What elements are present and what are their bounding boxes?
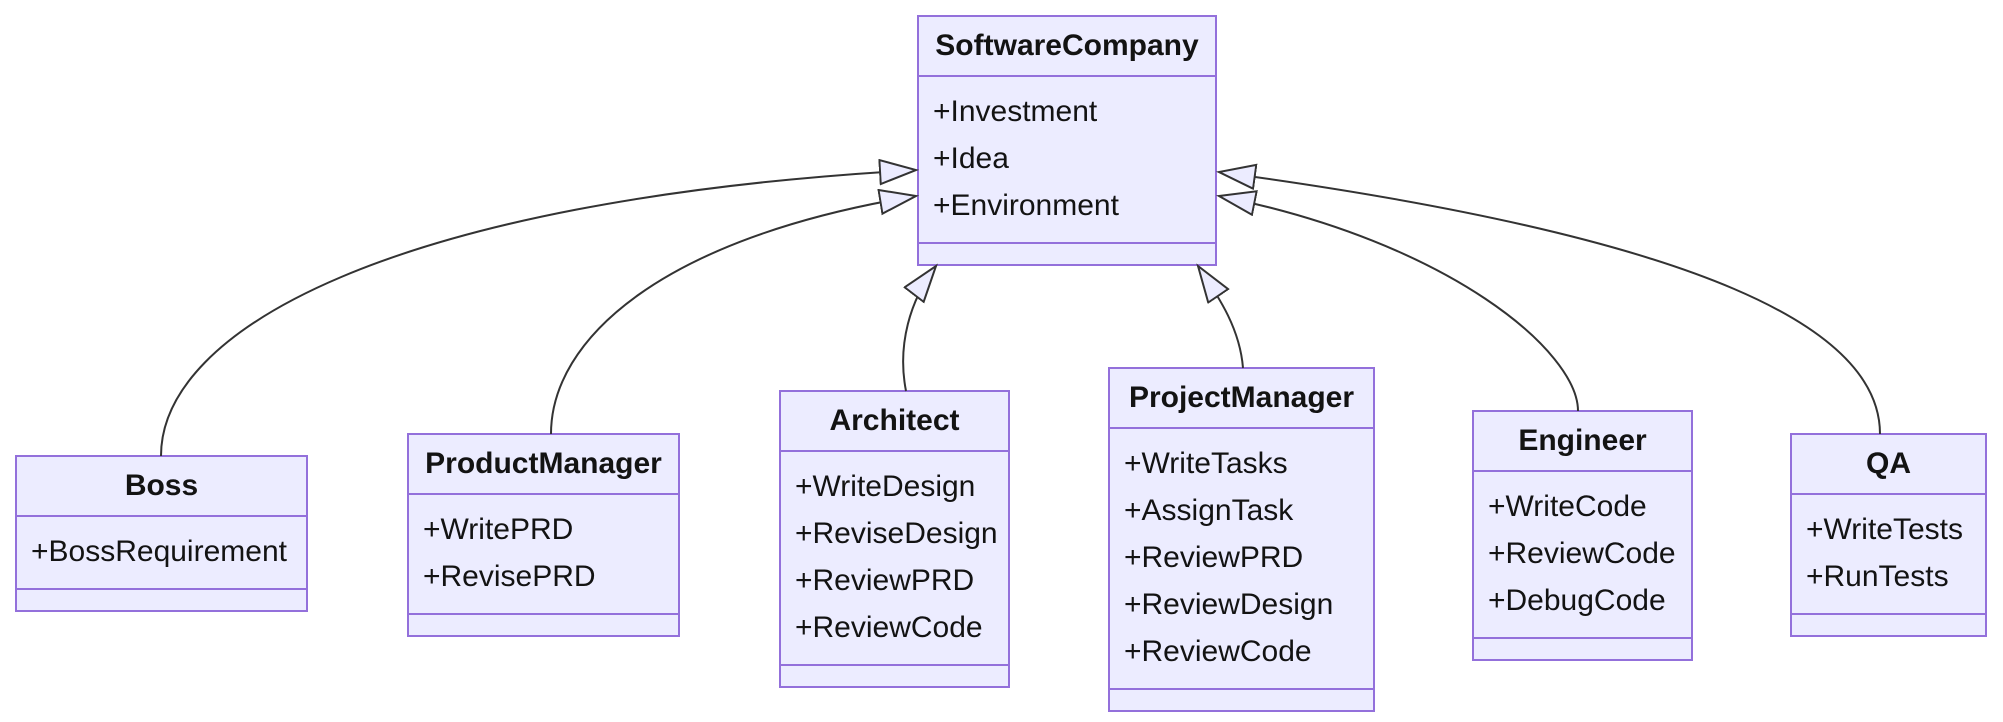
class-node-engineer: Engineer +WriteCode +ReviewCode +DebugCo… bbox=[1472, 410, 1693, 661]
class-member: +WritePRD bbox=[423, 513, 574, 546]
class-members: +BossRequirement bbox=[17, 517, 306, 590]
class-methods-empty bbox=[1110, 690, 1373, 710]
class-member: +Environment bbox=[933, 189, 1119, 222]
class-methods-empty bbox=[781, 666, 1008, 686]
class-node-architect: Architect +WriteDesign +ReviseDesign +Re… bbox=[779, 390, 1010, 688]
class-node-boss: Boss +BossRequirement bbox=[15, 455, 308, 612]
class-node-projectmanager: ProjectManager +WriteTasks +AssignTask +… bbox=[1108, 367, 1375, 712]
class-methods-empty bbox=[1792, 615, 1985, 635]
class-member: +RunTests bbox=[1806, 560, 1949, 593]
class-name: QA bbox=[1792, 435, 1985, 495]
class-member: +ReviewCode bbox=[1488, 537, 1676, 570]
class-member: +BossRequirement bbox=[31, 535, 287, 568]
class-methods-empty bbox=[17, 590, 306, 610]
inheritance-arrow-projectmanager bbox=[1198, 266, 1244, 369]
class-node-productmanager: ProductManager +WritePRD +RevisePRD bbox=[407, 433, 680, 637]
class-member: +RevisePRD bbox=[423, 560, 596, 593]
class-member: +WriteDesign bbox=[795, 470, 976, 503]
class-member: +WriteCode bbox=[1488, 490, 1647, 523]
class-members: +WritePRD +RevisePRD bbox=[409, 495, 678, 615]
class-member: +ReviewCode bbox=[795, 611, 983, 644]
class-methods-empty bbox=[919, 244, 1215, 264]
class-node-qa: QA +WriteTests +RunTests bbox=[1790, 433, 1987, 637]
class-name: SoftwareCompany bbox=[919, 17, 1215, 77]
class-members: +Investment +Idea +Environment bbox=[919, 77, 1215, 244]
class-name: Engineer bbox=[1474, 412, 1691, 472]
class-member: +ReviewDesign bbox=[1124, 588, 1334, 621]
class-member: +ReviewPRD bbox=[1124, 541, 1304, 574]
class-member: +Idea bbox=[933, 142, 1009, 175]
class-name: Boss bbox=[17, 457, 306, 517]
class-methods-empty bbox=[1474, 639, 1691, 659]
class-members: +WriteCode +ReviewCode +DebugCode bbox=[1474, 472, 1691, 639]
class-methods-empty bbox=[409, 615, 678, 635]
class-member: +ReviewPRD bbox=[795, 564, 975, 597]
inheritance-arrow-architect bbox=[902, 266, 936, 392]
class-member: +DebugCode bbox=[1488, 584, 1666, 617]
class-members: +WriteDesign +ReviseDesign +ReviewPRD +R… bbox=[781, 452, 1008, 666]
class-node-softwarecompany: SoftwareCompany +Investment +Idea +Envir… bbox=[917, 15, 1217, 266]
class-members: +WriteTasks +AssignTask +ReviewPRD +Revi… bbox=[1110, 429, 1373, 690]
class-member: +ReviseDesign bbox=[795, 517, 998, 550]
class-member: +WriteTests bbox=[1806, 513, 1963, 546]
class-name: Architect bbox=[781, 392, 1008, 452]
class-member: +Investment bbox=[933, 95, 1098, 128]
class-members: +WriteTests +RunTests bbox=[1792, 495, 1985, 615]
class-member: +AssignTask bbox=[1124, 494, 1294, 527]
class-member: +WriteTasks bbox=[1124, 447, 1288, 480]
class-member: +ReviewCode bbox=[1124, 635, 1312, 668]
class-name: ProjectManager bbox=[1110, 369, 1373, 429]
class-name: ProductManager bbox=[409, 435, 678, 495]
